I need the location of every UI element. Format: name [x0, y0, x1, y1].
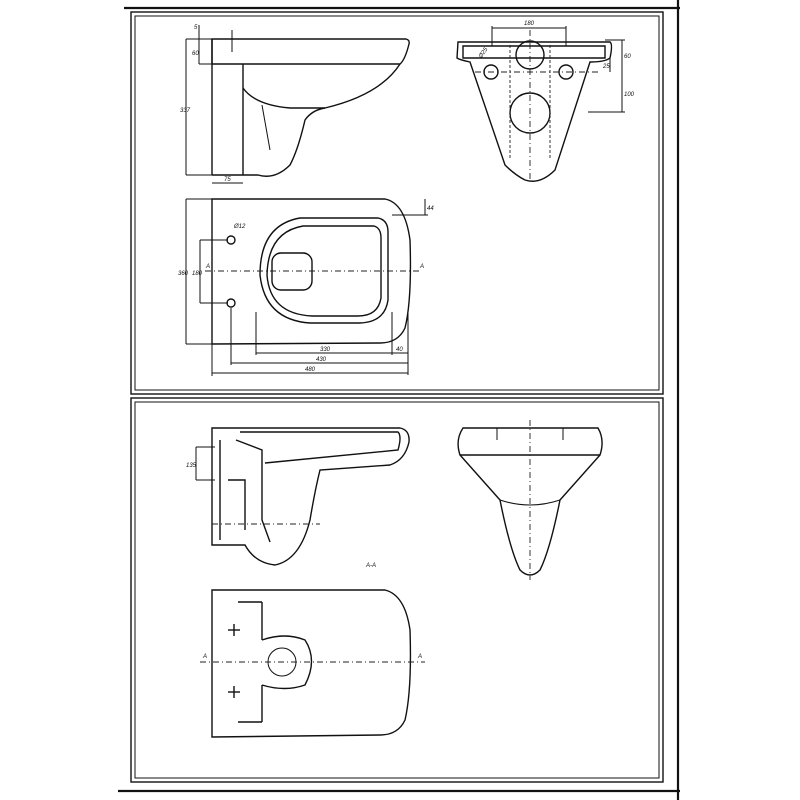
dim-height: 337: [180, 108, 191, 114]
dim-330: 330: [320, 347, 331, 353]
section-label: A-A: [365, 563, 376, 569]
dim-hole: Ø12: [233, 224, 246, 230]
dim-b: 60: [624, 54, 631, 60]
dim-fix: 180: [192, 271, 203, 277]
dim-c: 100: [624, 92, 635, 98]
side-view: 5 60 337 75: [180, 25, 410, 184]
section-view: 135 A-A: [186, 427, 410, 569]
dim-width: 360: [178, 271, 189, 277]
plan-view: 360 180 Ø12 330 40 430 480 44 A A: [178, 198, 434, 376]
dim-top: 5: [194, 25, 198, 31]
dim-rim: 60: [192, 51, 199, 57]
section-mark-right: A: [417, 654, 422, 660]
section-mark-right: A: [419, 264, 424, 270]
front-view: [457, 420, 603, 580]
dim-430: 430: [316, 357, 327, 363]
dim-width: 180: [524, 21, 535, 27]
dim-480: 480: [305, 367, 316, 373]
dim-135: 135: [186, 463, 197, 469]
section-mark-left: A: [205, 264, 210, 270]
sheet-frames: [118, 0, 680, 800]
bottom-plan-view: A A: [200, 589, 425, 738]
dim-a: 25: [602, 64, 610, 70]
rear-view: 180 Ø25 25 60 100: [456, 21, 635, 182]
dim-wall: 75: [224, 177, 231, 183]
dim-40: 40: [396, 347, 403, 353]
dim-44: 44: [427, 206, 434, 212]
section-mark-left: A: [202, 654, 207, 660]
